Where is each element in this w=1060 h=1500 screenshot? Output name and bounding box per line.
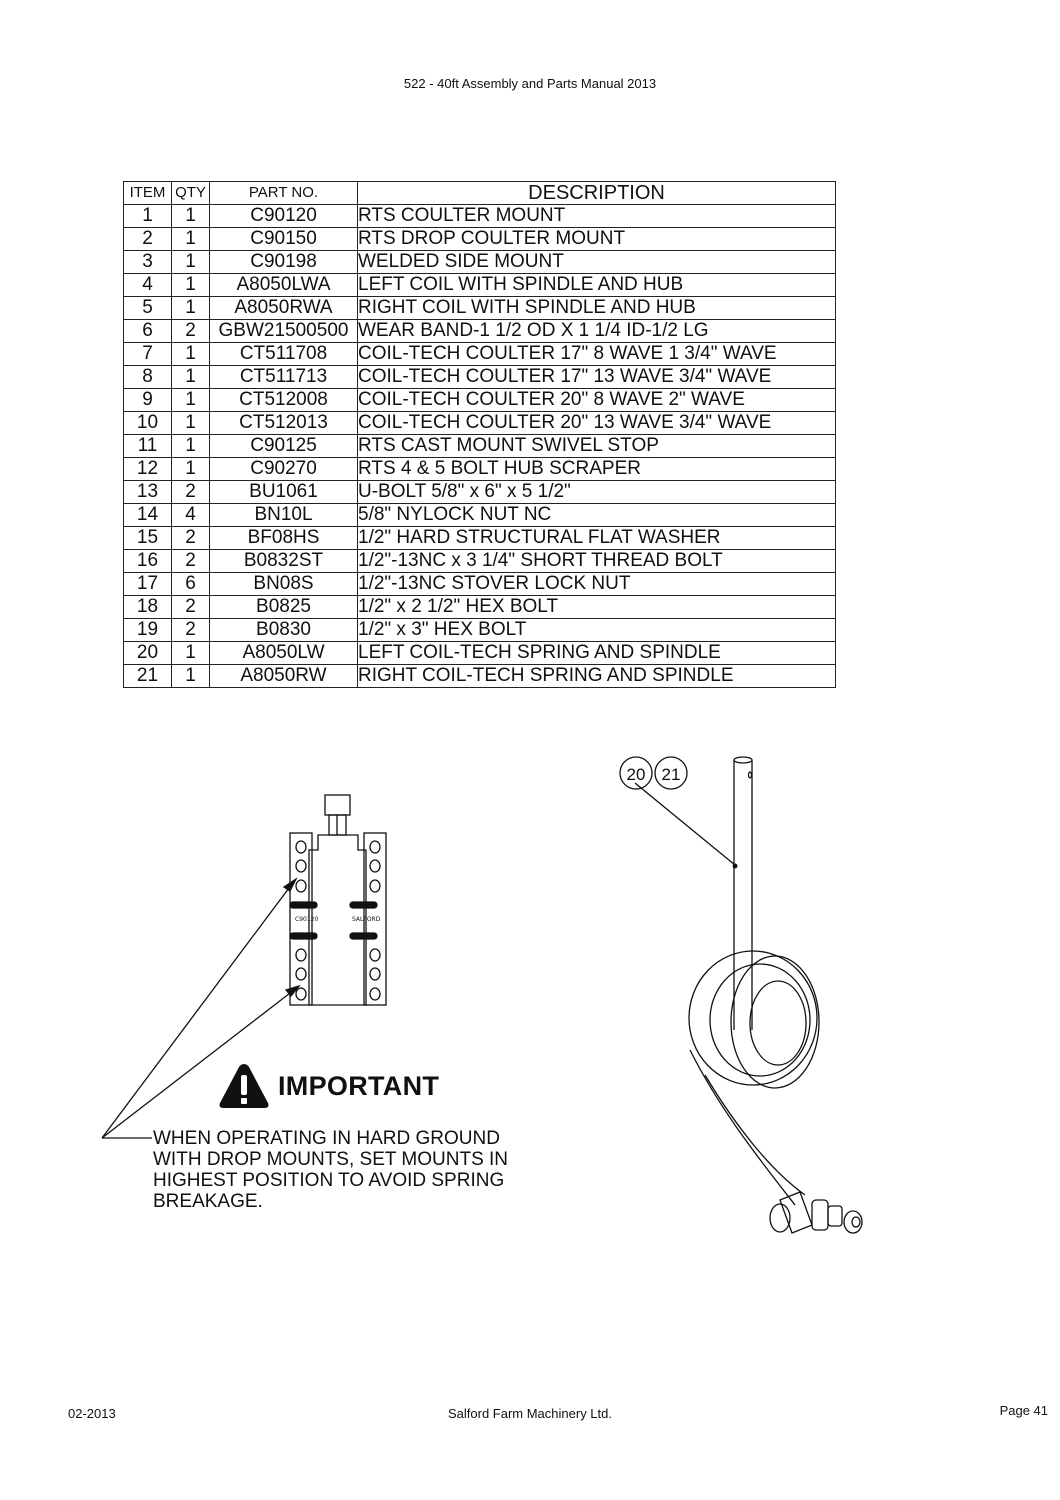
cell-part-no: B0830	[209, 618, 358, 642]
cell-description: 1/2" HARD STRUCTURAL FLAT WASHER	[357, 526, 836, 550]
column-header-description: DESCRIPTION	[357, 181, 836, 205]
cell-item: 12	[123, 457, 172, 481]
leader-arrows	[101, 877, 301, 1139]
cell-description: COIL-TECH COULTER 20" 8 WAVE 2" WAVE	[357, 388, 836, 412]
item-balloons: 20 21	[619, 756, 688, 790]
cell-item: 21	[123, 664, 172, 688]
cell-part-no: CT511708	[209, 342, 358, 366]
warning-triangle-icon	[219, 1064, 269, 1108]
page-header-title: 522 - 40ft Assembly and Parts Manual 201…	[403, 76, 657, 91]
column-header-qty: QTY	[171, 181, 210, 205]
cell-part-no: BN10L	[209, 503, 358, 527]
column-header-part-no: PART NO.	[209, 181, 358, 205]
cell-description: RTS CAST MOUNT SWIVEL STOP	[357, 434, 836, 458]
cell-part-no: B0825	[209, 595, 358, 619]
cell-description: RTS COULTER MOUNT	[357, 204, 836, 228]
cell-part-no: C90150	[209, 227, 358, 251]
parts-table-header: ITEM QTY PART NO. DESCRIPTION	[123, 181, 836, 205]
cell-part-no: C90270	[209, 457, 358, 481]
mount-label-brand: SALFORD	[352, 916, 381, 923]
cell-description: 1/2" x 2 1/2" HEX BOLT	[357, 595, 836, 619]
cell-part-no: A8050LWA	[209, 273, 358, 297]
column-header-item: ITEM	[123, 181, 172, 205]
cell-qty: 1	[171, 641, 210, 665]
cell-qty: 1	[171, 250, 210, 274]
cell-qty: 2	[171, 595, 210, 619]
important-notice: IMPORTANT	[218, 1061, 439, 1111]
cell-part-no: C90198	[209, 250, 358, 274]
cell-qty: 4	[171, 503, 210, 527]
cell-part-no: B0832ST	[209, 549, 358, 573]
cell-part-no: C90120	[209, 204, 358, 228]
cell-qty: 1	[171, 388, 210, 412]
cell-part-no: CT512008	[209, 388, 358, 412]
cell-part-no: BU1061	[209, 480, 358, 504]
cell-item: 17	[123, 572, 172, 596]
cell-description: RIGHT COIL WITH SPINDLE AND HUB	[357, 296, 836, 320]
balloon-21	[654, 756, 688, 790]
cell-item: 16	[123, 549, 172, 573]
cell-item: 11	[123, 434, 172, 458]
important-label: IMPORTANT	[278, 1070, 440, 1101]
cell-qty: 1	[171, 296, 210, 320]
footer-company: Salford Farm Machinery Ltd.	[447, 1406, 612, 1421]
cell-description: WELDED SIDE MOUNT	[357, 250, 836, 274]
cell-item: 10	[123, 411, 172, 435]
cell-description: U-BOLT 5/8" x 6" x 5 1/2"	[357, 480, 836, 504]
balloon-20	[619, 756, 653, 790]
cell-item: 3	[123, 250, 172, 274]
cell-qty: 1	[171, 342, 210, 366]
cell-qty: 1	[171, 664, 210, 688]
balloon-21-label: 21	[662, 765, 681, 784]
cell-description: COIL-TECH COULTER 17" 8 WAVE 1 3/4" WAVE	[357, 342, 836, 366]
cell-description: LEFT COIL WITH SPINDLE AND HUB	[357, 273, 836, 297]
balloon-20-label: 20	[627, 765, 646, 784]
cell-part-no: CT512013	[209, 411, 358, 435]
drop-coulter-mount-drawing: C90120 SALFORD	[289, 794, 387, 1006]
cell-item: 14	[123, 503, 172, 527]
cell-part-no: CT511713	[209, 365, 358, 389]
cell-description: COIL-TECH COULTER 17" 13 WAVE 3/4" WAVE	[357, 365, 836, 389]
cell-description: RIGHT COIL-TECH SPRING AND SPINDLE	[357, 664, 836, 688]
footer-page-number: Page 41	[999, 1403, 1048, 1418]
coil-spring-drawing	[634, 756, 863, 1234]
cell-description: 1/2"-13NC x 3 1/4" SHORT THREAD BOLT	[357, 549, 836, 573]
cell-item: 13	[123, 480, 172, 504]
cell-part-no: C90125	[209, 434, 358, 458]
cell-part-no: A8050RW	[209, 664, 358, 688]
mount-label-part: C90120	[295, 916, 318, 923]
cell-item: 18	[123, 595, 172, 619]
cell-qty: 1	[171, 204, 210, 228]
footer-date: 02-2013	[68, 1406, 116, 1421]
cell-description: COIL-TECH COULTER 20" 13 WAVE 3/4" WAVE	[357, 411, 836, 435]
warning-note: WHEN OPERATING IN HARD GROUND WITH DROP …	[153, 1128, 509, 1212]
